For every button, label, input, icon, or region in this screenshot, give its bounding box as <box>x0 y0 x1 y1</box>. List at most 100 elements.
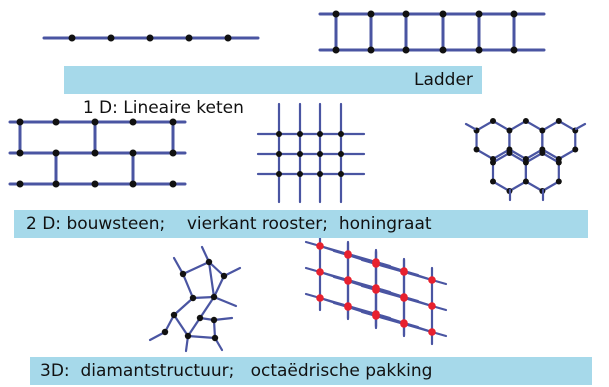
bond <box>198 295 216 320</box>
atom <box>297 151 303 157</box>
bond <box>524 151 544 164</box>
caption-ladder: Ladder <box>414 70 473 90</box>
atom <box>52 149 60 157</box>
atom <box>16 149 24 157</box>
bond <box>346 278 378 290</box>
atom <box>539 150 546 156</box>
bond <box>186 316 202 338</box>
bond <box>491 151 511 164</box>
bond <box>508 119 528 132</box>
atom <box>338 171 344 177</box>
bond <box>524 180 544 193</box>
atom <box>428 276 436 284</box>
atom <box>555 118 562 124</box>
atom <box>539 127 546 134</box>
atom <box>146 34 154 42</box>
linear-chain-structure <box>42 34 260 42</box>
atom <box>367 46 375 54</box>
atom <box>52 180 60 188</box>
atom <box>52 118 60 126</box>
atom <box>184 332 192 340</box>
caption-3d: 3D: diamantstructuur; octaëdrische pakki… <box>30 357 592 385</box>
bond <box>524 119 544 132</box>
bond <box>475 148 495 161</box>
bond <box>172 313 190 338</box>
honeycomb-structure <box>464 118 587 202</box>
bond <box>541 180 560 193</box>
bond <box>475 119 495 132</box>
atom <box>402 10 410 18</box>
atom <box>297 171 303 177</box>
atom <box>344 302 352 310</box>
caption-1d: 1 D: Lineaire keten Ladder <box>64 66 482 118</box>
bond <box>207 260 226 278</box>
atom <box>490 159 496 166</box>
atom <box>276 131 282 137</box>
atom <box>185 34 193 42</box>
atom <box>428 302 436 310</box>
atom <box>316 294 324 302</box>
atom <box>522 159 529 166</box>
atom <box>372 310 380 318</box>
atom <box>490 118 496 124</box>
atom <box>400 319 408 327</box>
bond <box>346 252 378 264</box>
atom <box>400 293 408 301</box>
bond <box>541 151 560 164</box>
atom <box>68 34 76 42</box>
atom <box>276 151 282 157</box>
atom <box>170 311 178 319</box>
atom <box>439 10 447 18</box>
atom <box>506 150 513 156</box>
atom <box>317 151 323 157</box>
bond <box>541 148 560 161</box>
ladder-structure <box>318 10 546 54</box>
atom <box>169 180 177 188</box>
atom <box>572 146 579 153</box>
atom <box>428 328 436 336</box>
atom <box>189 294 197 302</box>
atom <box>316 242 324 250</box>
atom <box>169 149 177 157</box>
bond <box>207 260 216 299</box>
bond <box>508 180 528 193</box>
atom <box>220 272 228 280</box>
atom <box>510 46 518 54</box>
atom <box>475 46 483 54</box>
atom <box>506 127 513 134</box>
atom <box>555 178 562 185</box>
bond <box>181 272 195 300</box>
caption-linear-chain: 1 D: Lineaire keten <box>82 98 244 118</box>
atom <box>129 180 137 188</box>
bond <box>172 296 195 317</box>
atom <box>169 118 177 126</box>
atom <box>372 258 380 266</box>
octahedral-packing-structure <box>304 232 448 346</box>
atom <box>439 46 447 54</box>
bond <box>191 295 216 300</box>
diamond-structure <box>148 245 242 353</box>
atom <box>211 334 219 342</box>
atom <box>91 118 99 126</box>
bond <box>557 148 577 161</box>
atom <box>107 34 115 42</box>
bond <box>574 122 587 131</box>
atom <box>338 151 344 157</box>
atom <box>297 131 303 137</box>
atom <box>490 178 496 185</box>
bond <box>186 334 217 340</box>
atom <box>510 10 518 18</box>
atom <box>344 276 352 284</box>
bond <box>464 122 477 131</box>
bond <box>491 180 511 193</box>
brick-structure <box>8 118 187 188</box>
atom <box>400 267 408 275</box>
caption-2d: 2 D: bouwsteen; vierkant rooster; honing… <box>14 210 588 238</box>
atom <box>402 46 410 54</box>
bond <box>212 295 238 308</box>
atom <box>473 146 480 153</box>
bond <box>163 313 176 334</box>
square-lattice-structure <box>256 102 366 204</box>
bond <box>508 148 528 161</box>
